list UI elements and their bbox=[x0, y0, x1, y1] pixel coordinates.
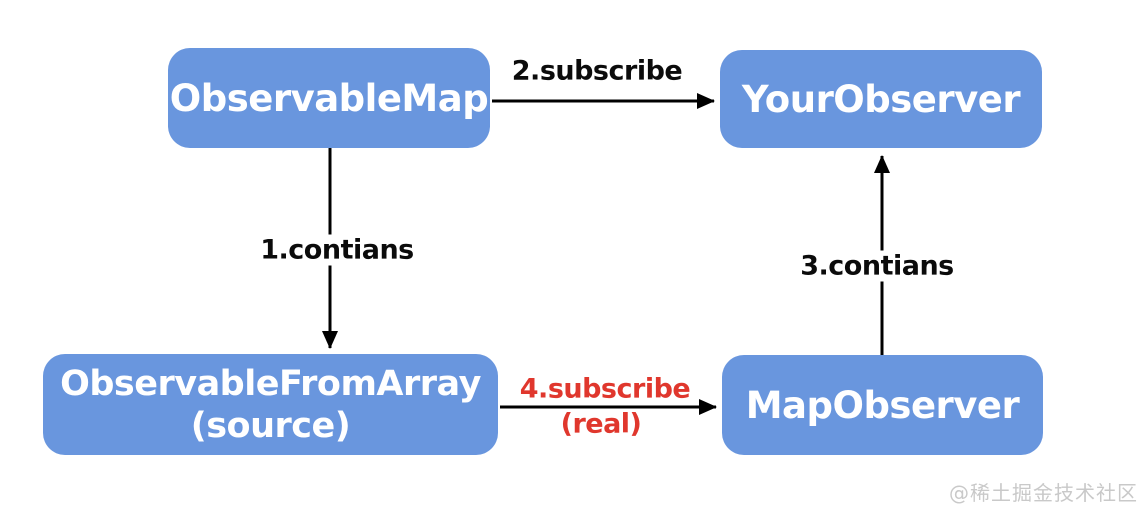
edge-label-subscribe: 2.subscribe bbox=[511, 55, 683, 87]
node-observable-map: ObservableMap bbox=[168, 48, 490, 148]
node-label: YourObserver bbox=[741, 77, 1021, 121]
edge-label-subscribe-real: 4.subscribe bbox=[519, 373, 691, 405]
edge-label-contains-3: 3.contians bbox=[794, 250, 960, 282]
node-label: MapObserver bbox=[745, 383, 1020, 427]
node-label: ObservableMap bbox=[169, 76, 489, 120]
edge-label-subscribe-real-suffix: (real) bbox=[560, 408, 642, 440]
node-observable-from-array: ObservableFromArray (source) bbox=[43, 354, 498, 455]
watermark: @稀土掘金技术社区 bbox=[949, 481, 1138, 505]
edge-label-contains-1: 1.contians bbox=[254, 234, 420, 266]
node-your-observer: YourObserver bbox=[720, 50, 1042, 148]
node-label-line1: ObservableFromArray bbox=[60, 363, 481, 404]
node-map-observer: MapObserver bbox=[722, 355, 1043, 455]
node-label-line2: (source) bbox=[190, 405, 351, 446]
